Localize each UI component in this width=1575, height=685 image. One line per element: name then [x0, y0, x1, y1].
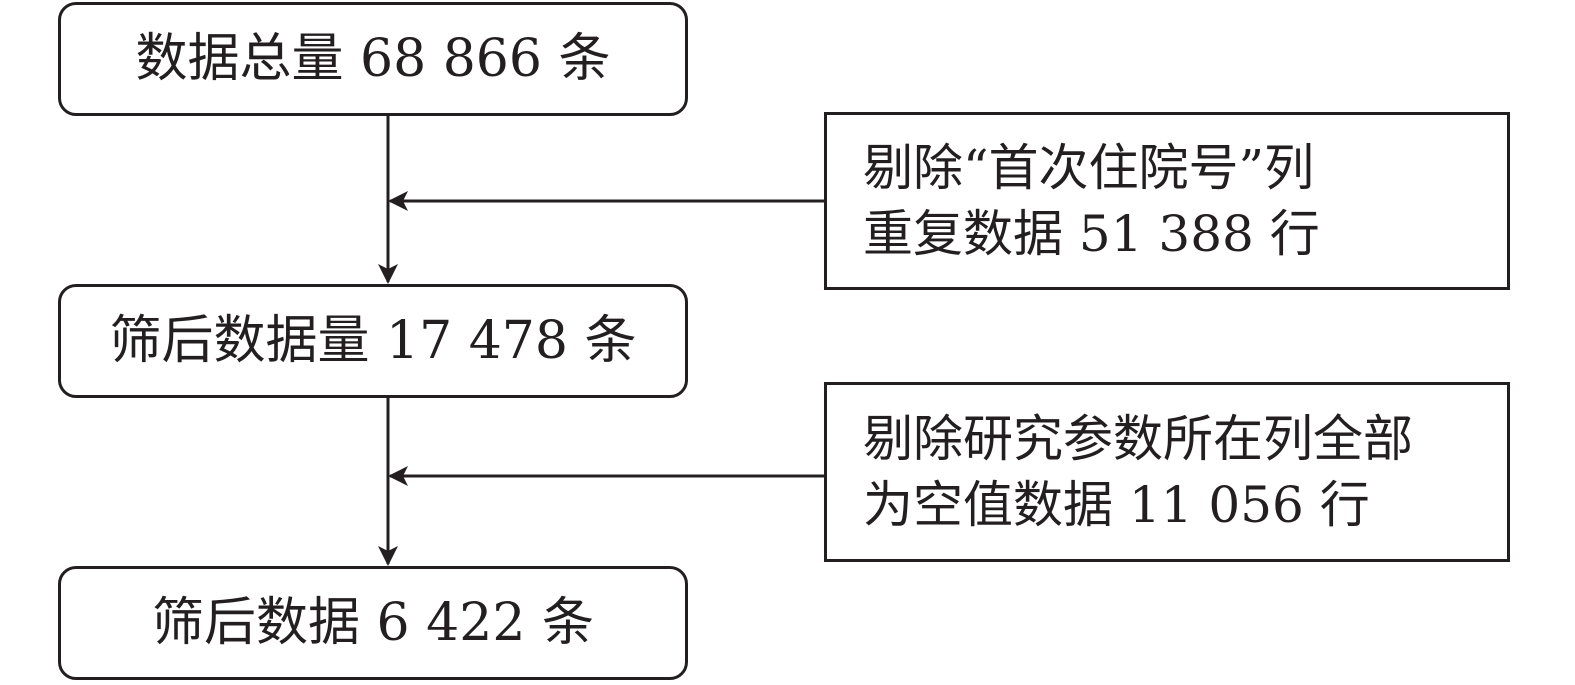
exclusion-text-duplicate-rows: 剔除“首次住院号”列 重复数据 51 388 行	[863, 135, 1320, 267]
exclusion-2-line-2: 为空值数据 11 056 行	[863, 476, 1370, 534]
exclusion-text-empty-values: 剔除研究参数所在列全部 为空值数据 11 056 行	[863, 406, 1413, 538]
exclusion-1-line-1: 剔除“首次住院号”列	[863, 139, 1315, 197]
total-data-box: 数据总量 68 866 条	[58, 2, 688, 116]
total-data-label: 数据总量 68 866 条	[135, 29, 611, 89]
filtered-data-box-1: 筛后数据量 17 478 条	[58, 284, 688, 398]
exclusion-2-line-1: 剔除研究参数所在列全部	[863, 410, 1413, 468]
filtered-data-label-2: 筛后数据 6 422 条	[152, 593, 594, 653]
exclusion-box-duplicate-rows: 剔除“首次住院号”列 重复数据 51 388 行	[824, 112, 1510, 290]
exclusion-box-empty-values: 剔除研究参数所在列全部 为空值数据 11 056 行	[824, 382, 1510, 562]
filtered-data-label-1: 筛后数据量 17 478 条	[109, 311, 637, 371]
exclusion-1-line-2: 重复数据 51 388 行	[863, 205, 1320, 263]
filtered-data-box-2: 筛后数据 6 422 条	[58, 566, 688, 680]
